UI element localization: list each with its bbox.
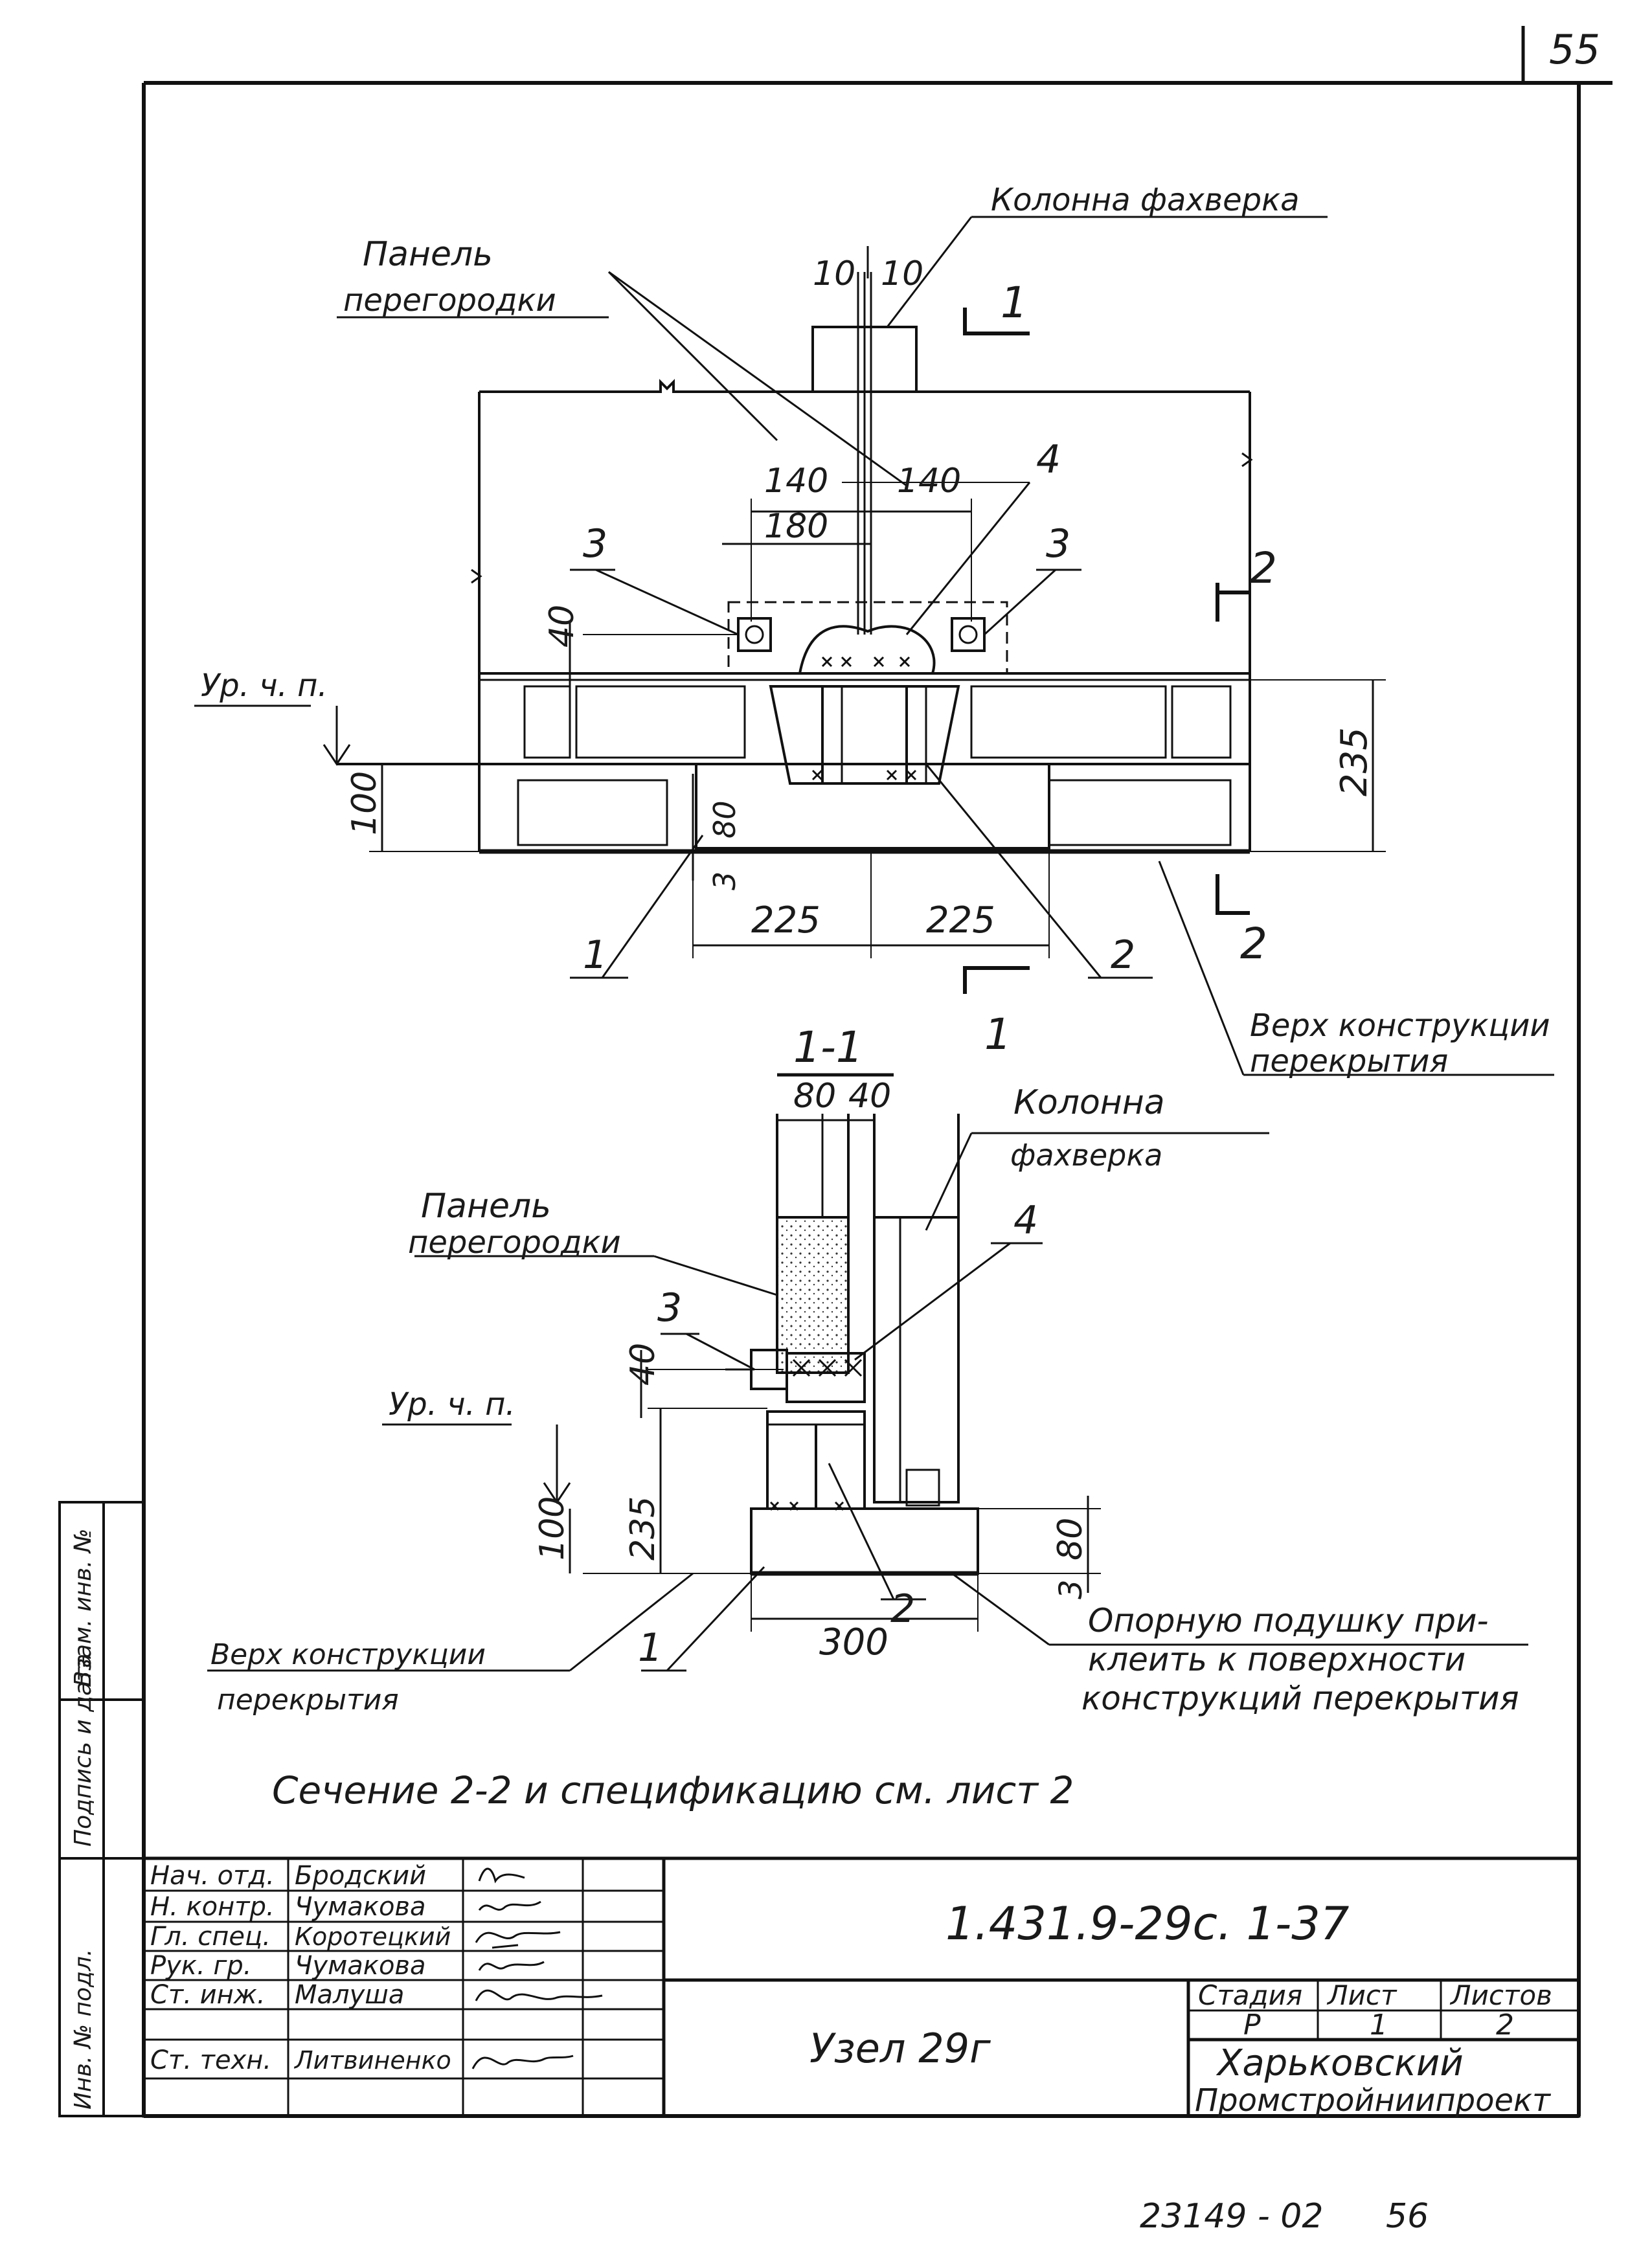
plan-level-label: Ур. ч. п. bbox=[201, 668, 328, 704]
side-strip bbox=[58, 1501, 145, 2117]
plan-column-label: Колонна фахверка bbox=[991, 182, 1299, 218]
plan-callout-3-left: 3 bbox=[583, 521, 607, 567]
section-note-2: клеить к поверхности bbox=[1088, 1641, 1465, 1678]
plan-view bbox=[194, 216, 1554, 1076]
sheet-number-top: 55 bbox=[1549, 26, 1600, 73]
plan-welds bbox=[811, 656, 917, 781]
plan-dim-10b: 10 bbox=[881, 254, 923, 293]
node-title: Узел 29г bbox=[809, 2025, 991, 2072]
org-line-2: Промстройниипроект bbox=[1195, 2082, 1552, 2119]
section-callout-4: 4 bbox=[1013, 1198, 1038, 1243]
section-level-label: Ур. ч. п. bbox=[389, 1386, 515, 1423]
section-note-3: конструкций перекрытия bbox=[1081, 1680, 1519, 1717]
plan-dim-225a: 225 bbox=[751, 899, 820, 941]
plan-dim-140b: 140 bbox=[897, 462, 961, 501]
staff-role-1: Н. контр. bbox=[150, 1892, 275, 1922]
section-dim-100: 100 bbox=[533, 1496, 572, 1560]
sheet-header: Лист bbox=[1326, 1979, 1397, 2011]
section-mark-2-bottom: 2 bbox=[1240, 919, 1267, 969]
plan-panel-label-2: перегородки bbox=[343, 282, 556, 319]
designation: 1.431.9-29с. 1-37 bbox=[945, 1897, 1349, 1950]
plan-dim-100: 100 bbox=[345, 771, 384, 835]
staff-table: Нач. отд. Бродский Н. контр. Чумакова Гл… bbox=[150, 1861, 451, 2075]
plan-callout-3-right: 3 bbox=[1046, 521, 1070, 567]
section-title: 1-1 bbox=[793, 1022, 863, 1072]
section-note-1: Опорную подушку при- bbox=[1088, 1602, 1488, 1639]
staff-role-3: Рук. гр. bbox=[150, 1951, 252, 1981]
section-view bbox=[207, 1073, 1528, 1672]
plan-dim-80: 80 bbox=[707, 800, 742, 839]
staff-role-2: Гл. спец. bbox=[150, 1922, 271, 1952]
staff-name-1: Чумакова bbox=[295, 1892, 426, 1922]
bottom-number: 23149 - 02 bbox=[1140, 2197, 1323, 2236]
section-callout-3: 3 bbox=[657, 1285, 682, 1331]
side-label-inv: Инв. № подл. bbox=[70, 1949, 96, 2110]
section-floor-label-2: перекрытия bbox=[217, 1684, 399, 1717]
staff-role-6: Ст. техн. bbox=[150, 2045, 271, 2075]
plan-floor-label-2: перекрытия bbox=[1250, 1043, 1448, 1079]
staff-name-3: Чумакова bbox=[295, 1951, 426, 1981]
staff-role-0: Нач. отд. bbox=[150, 1861, 275, 1891]
section-panel-label-1: Панель bbox=[421, 1187, 551, 1226]
section-dim-300: 300 bbox=[819, 1621, 888, 1663]
plan-dim-235: 235 bbox=[1333, 727, 1375, 796]
section-mark-1-top: 1 bbox=[1001, 278, 1028, 328]
plan-dim-140a: 140 bbox=[764, 462, 828, 501]
staff-name-0: Бродский bbox=[295, 1861, 426, 1891]
plan-callout-1: 1 bbox=[583, 932, 607, 978]
section-dim-40b: 40 bbox=[624, 1343, 662, 1386]
plan-panel-label-1: Панель bbox=[363, 235, 493, 274]
plan-callout-4: 4 bbox=[1036, 437, 1061, 482]
title-block-frame bbox=[142, 1856, 1581, 2118]
section-floor-label-1: Верх конструкции bbox=[210, 1638, 486, 1671]
stage-value: Р bbox=[1243, 2009, 1261, 2042]
staff-name-6: Литвиненко bbox=[293, 2046, 451, 2075]
sheets-header: Листов bbox=[1449, 1979, 1552, 2011]
org-line-1: Харьковский bbox=[1216, 2042, 1464, 2084]
section-callout-2: 2 bbox=[890, 1586, 915, 1632]
plan-dim-225b: 225 bbox=[926, 899, 995, 941]
staff-role-4: Ст. инж. bbox=[150, 1980, 266, 2010]
staff-name-4: Малуша bbox=[295, 1980, 404, 2010]
section-dim-235: 235 bbox=[624, 1496, 662, 1560]
section-mark-2-top: 2 bbox=[1250, 543, 1277, 593]
plan-callout-2: 2 bbox=[1111, 932, 1135, 978]
side-label-replace: Взам. инв. № bbox=[70, 1529, 96, 1687]
section-dim-3: 3 bbox=[1053, 1579, 1089, 1599]
section-column-label-1: Колонна bbox=[1013, 1083, 1165, 1122]
plan-floor-label-1: Верх конструкции bbox=[1250, 1008, 1550, 1044]
sheets-value: 2 bbox=[1496, 2009, 1514, 2042]
bottom-page: 56 bbox=[1386, 2197, 1429, 2236]
section-mark-1-bottom: 1 bbox=[984, 1009, 1012, 1059]
stage-header: Стадия bbox=[1198, 1979, 1302, 2011]
sheet-value: 1 bbox=[1370, 2009, 1388, 2042]
section-callout-1: 1 bbox=[638, 1625, 662, 1671]
section-panel-label-2: перегородки bbox=[408, 1224, 621, 1261]
section-column-label-2: фахверка bbox=[1010, 1138, 1162, 1173]
section-dim-40: 40 bbox=[848, 1077, 891, 1116]
plan-dim-180: 180 bbox=[764, 507, 828, 546]
side-label-sign: Подпись и дата bbox=[70, 1654, 96, 1847]
footer-note: Сечение 2-2 и спецификацию см. лист 2 bbox=[272, 1768, 1074, 1812]
section-dim-80: 80 bbox=[793, 1077, 836, 1116]
staff-name-2: Коротецкий bbox=[295, 1922, 451, 1951]
section-dim-80b: 80 bbox=[1051, 1518, 1090, 1560]
plan-dim-40: 40 bbox=[543, 605, 582, 648]
plan-dim-10a: 10 bbox=[813, 254, 855, 293]
plan-dim-3: 3 bbox=[707, 872, 742, 890]
signatures bbox=[471, 1867, 603, 2069]
